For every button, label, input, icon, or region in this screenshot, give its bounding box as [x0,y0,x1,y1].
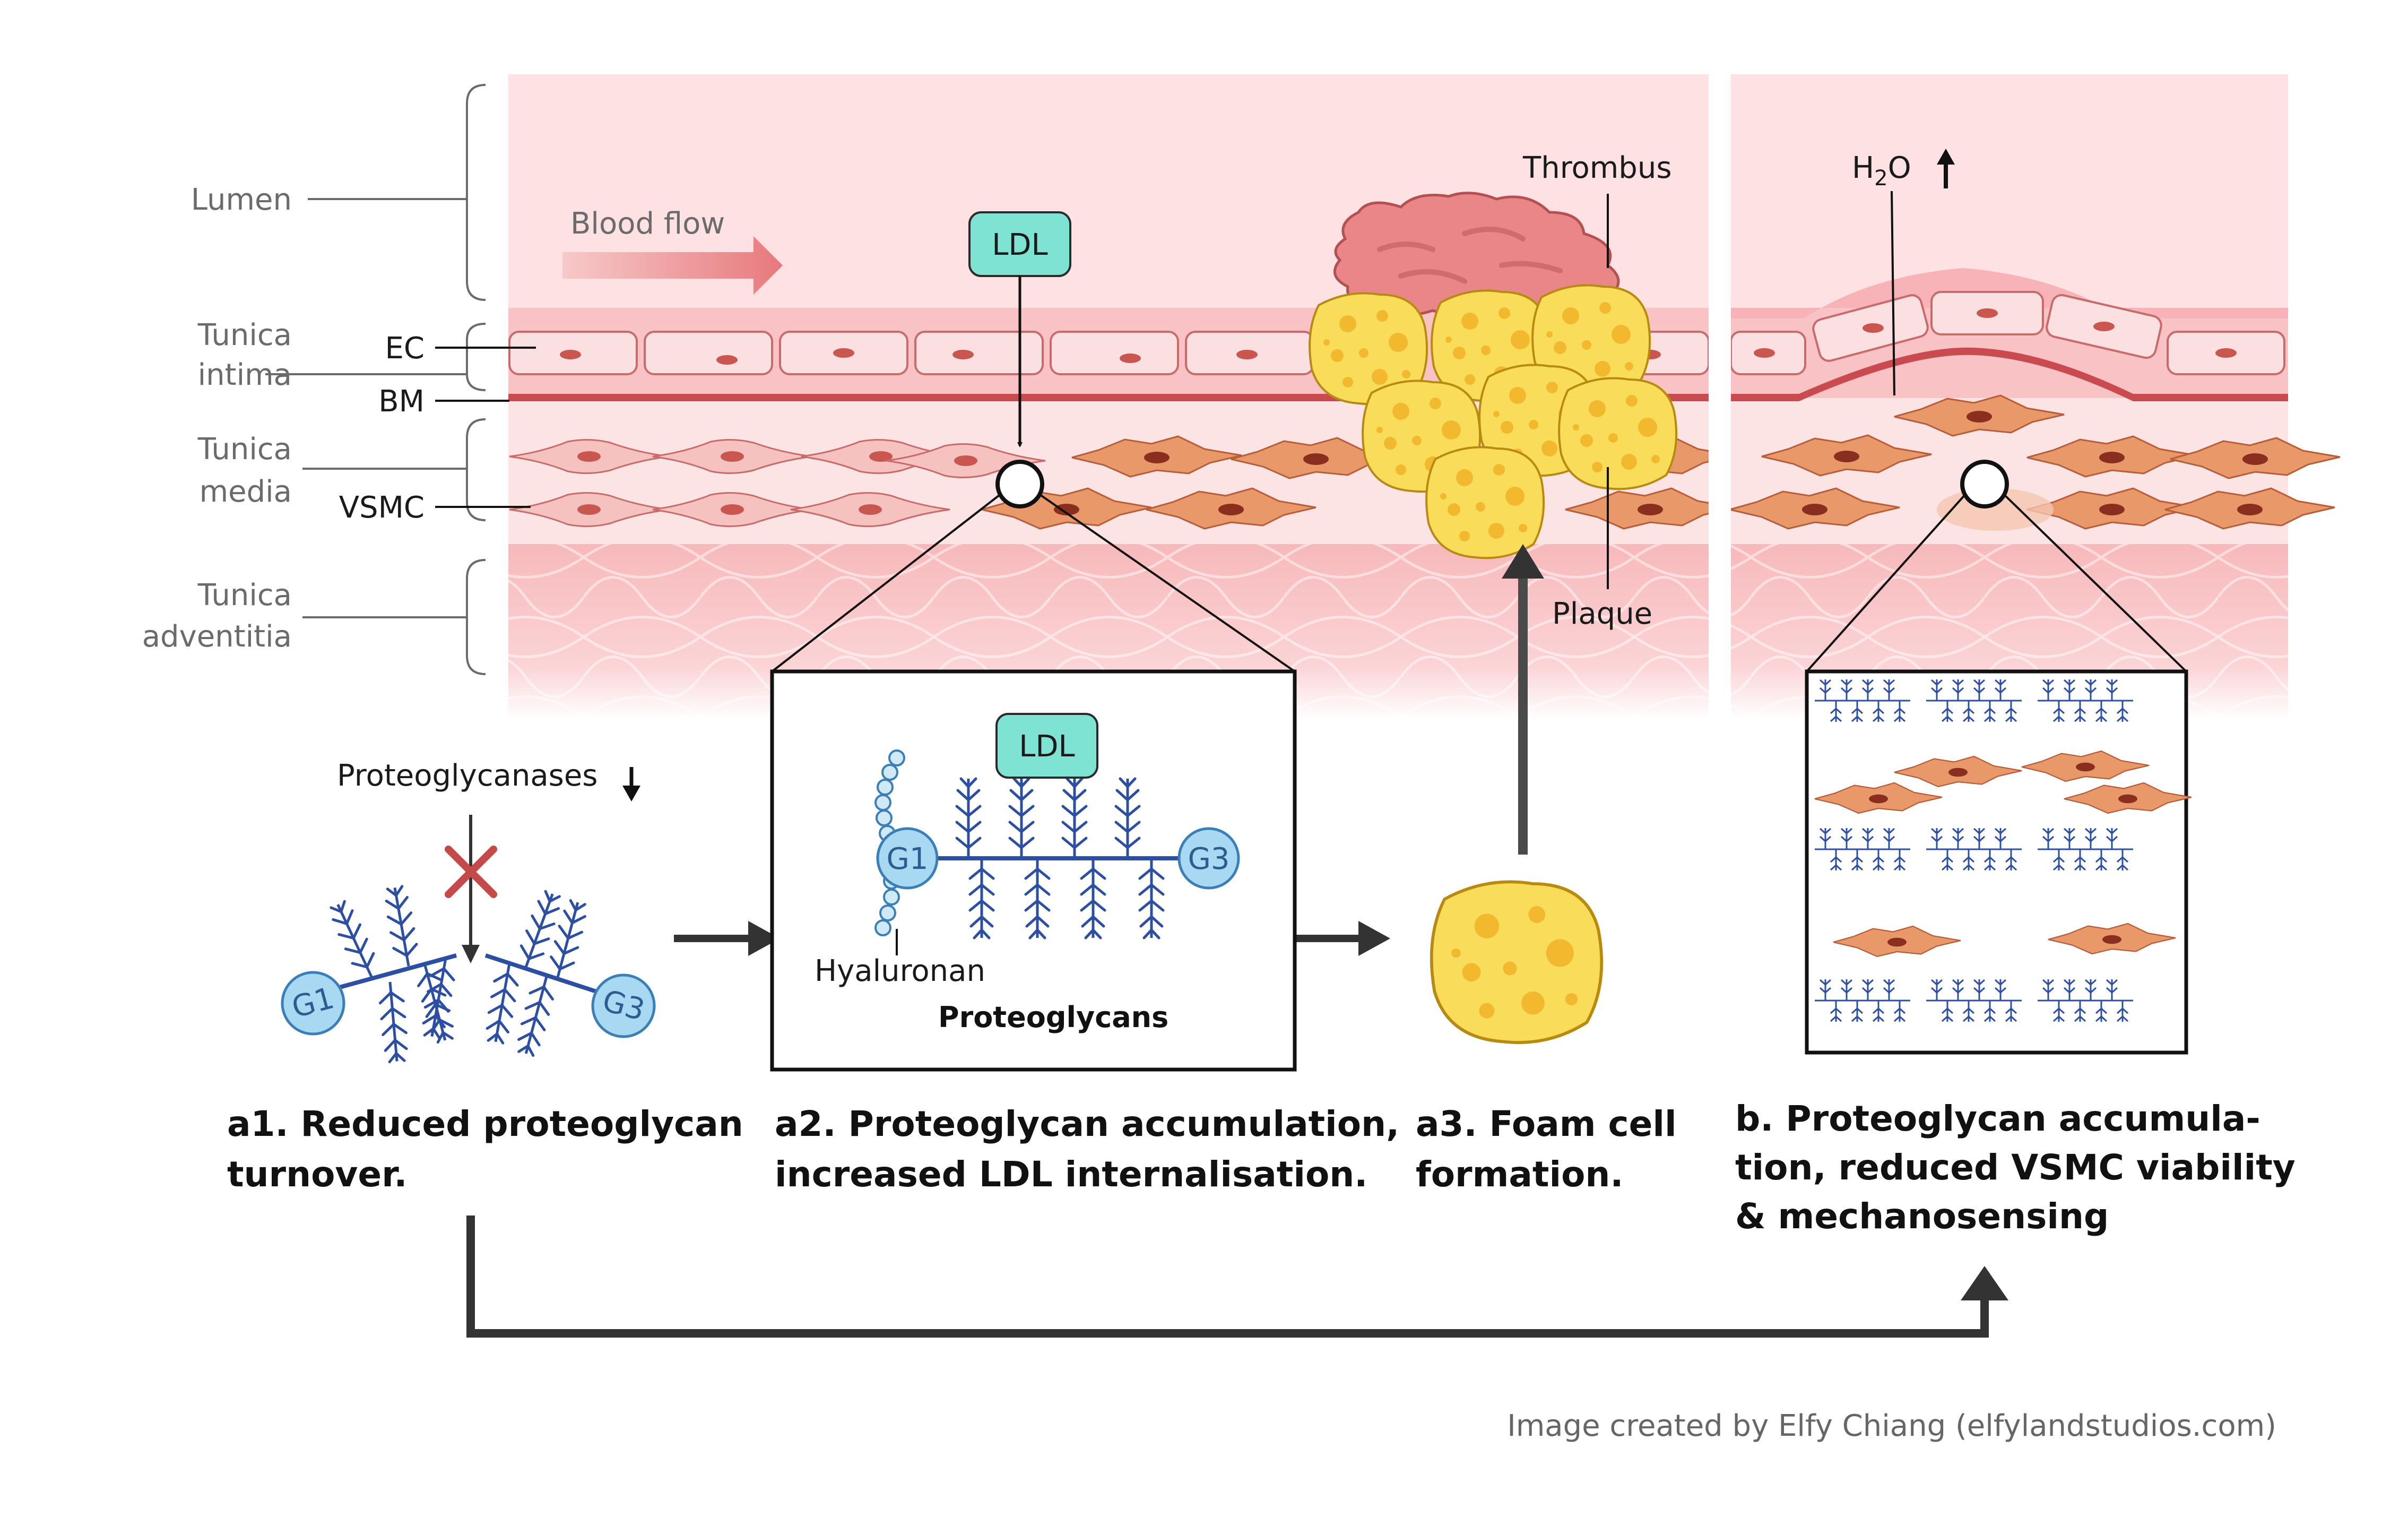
caption-a3-line2: formation. [1416,1154,1624,1195]
endothelial-cells-right [1730,291,2285,375]
tunica-adventitia-label-2: adventitia [142,619,292,654]
foam-cell [1432,882,1601,1042]
blood-flow-label: Blood flow [570,206,725,241]
caption-a3-line1: a3. Foam cell [1416,1104,1677,1144]
layer-labels: Lumen Tunica intima EC BM Tunica media V… [142,84,536,675]
proteoglycan-fragment-right [484,890,601,1057]
caption-b-line3: & mechanosensing [1735,1196,2109,1237]
ldl-label-a2: LDL [1019,729,1075,764]
panel-a3: a3. Foam cell formation. [1416,544,1677,1195]
ec-label: EC [385,331,425,366]
panel-a2: G1 G3 LDL Hyaluronan Proteoglycans a2. P… [770,669,1399,1195]
magnified-box-b [1805,669,2188,1055]
vessel-section-left: Blood flow LDL Thrombus Plaque [508,74,1736,719]
arrow-down-icon [622,767,640,801]
bm-label: BM [378,384,425,419]
panel-b: b. Proteoglycan accumula- tion, reduced … [1735,669,2296,1237]
g1-globule-a1 [281,971,345,1036]
water-label: H2O [1852,151,1911,191]
plaque-label: Plaque [1552,597,1652,631]
lumen-label: Lumen [191,183,292,217]
g3-globule-a2 [1177,827,1240,890]
tunica-media-label-2: media [200,475,292,509]
g3-label-a2: G3 [1188,842,1229,876]
caption-a1-line2: turnover. [227,1154,407,1195]
g1-globule-a2 [876,827,939,890]
arrow-up-icon [1937,149,1955,188]
credit-text: Image created by Elfy Chiang (elfylandst… [1507,1409,2276,1443]
ldl-box-a2 [995,713,1098,779]
hyaluronan-label: Hyaluronan [815,954,985,988]
g1-label-a2: G1 [886,842,928,876]
caption-a2-line2: increased LDL internalisation. [775,1154,1367,1195]
g3-globule-a1 [591,973,656,1038]
svg-text:H2O: H2O [1852,151,1911,191]
panel-a1: Proteoglycanases G1 G3 [227,758,743,1195]
vsmc-label: VSMC [339,490,425,525]
arrow-to-plaque [1502,544,1544,855]
tunica-adventitia-label-1: Tunica [197,578,292,613]
thrombus-label: Thrombus [1522,151,1672,185]
magnifier-right [1960,460,2009,508]
caption-b-line1: b. Proteoglycan accumula- [1735,1098,2260,1139]
proteoglycan-fragment-left [327,885,457,1062]
caption-a1-line1: a1. Reduced proteoglycan [227,1104,743,1144]
flow-arrow-a1-b [466,1216,2008,1338]
blood-flow-arrow [562,236,783,295]
vessel-section-right: H2O [1729,74,2341,719]
proteoglycans-label: Proteoglycans [938,1001,1168,1034]
ldl-label-vessel: LDL [992,228,1048,262]
flow-arrow-a1-a2 [674,921,780,956]
caption-a2-line1: a2. Proteoglycan accumulation, [775,1104,1399,1144]
caption-b-line2: tion, reduced VSMC viability [1735,1147,2296,1188]
tunica-intima-label-1: Tunica [197,318,292,352]
proteoglycanases-label: Proteoglycanases [337,758,597,793]
blocked-cross-icon [445,846,497,898]
magnifier-left [995,460,1044,508]
tunica-media-label-1: Tunica [197,432,292,467]
